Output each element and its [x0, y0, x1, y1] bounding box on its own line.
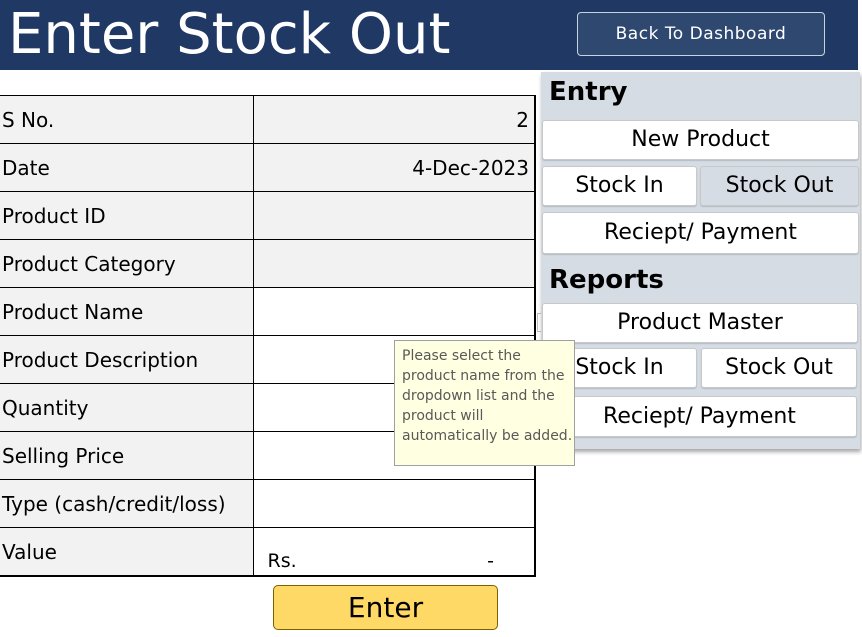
form-row-product-category: Product Category [0, 239, 535, 288]
sno-label: S No. [0, 95, 254, 144]
new-product-button[interactable]: New Product [542, 120, 859, 160]
product-description-label: Product Description [0, 335, 254, 384]
reports-stock-out-button[interactable]: Stock Out [701, 348, 857, 388]
form-row-sno: S No. 2 [0, 95, 535, 144]
value-cell: Rs. - [253, 527, 535, 576]
navigation-panel: Entry New Product Stock In Stock Out Rec… [541, 72, 860, 449]
reports-receipt-payment-button[interactable]: Reciept/ Payment [542, 396, 857, 437]
entry-stock-out-button[interactable]: Stock Out [700, 166, 859, 206]
sno-value: 2 [253, 95, 535, 144]
product-category-label: Product Category [0, 239, 254, 288]
form-row-value: Value Rs. - [0, 527, 535, 576]
back-to-dashboard-button[interactable]: Back To Dashboard [577, 12, 825, 56]
product-category-value [253, 239, 535, 288]
product-master-button[interactable]: Product Master [542, 303, 858, 343]
form-row-date: Date 4-Dec-2023 [0, 143, 535, 192]
stock-out-form: S No. 2 Date 4-Dec-2023 Product ID Produ… [0, 95, 536, 577]
date-value: 4-Dec-2023 [253, 143, 535, 192]
form-row-product-name: Product Name [0, 287, 535, 336]
value-label: Value [0, 527, 254, 576]
product-id-value [253, 191, 535, 240]
entry-receipt-payment-button[interactable]: Reciept/ Payment [542, 212, 859, 254]
selling-price-label: Selling Price [0, 431, 254, 480]
date-label: Date [0, 143, 254, 192]
enter-button[interactable]: Enter [273, 585, 498, 630]
product-id-label: Product ID [0, 191, 254, 240]
product-name-input[interactable] [253, 287, 535, 336]
header-bar: Enter Stock Out Back To Dashboard [0, 0, 858, 70]
form-row-product-id: Product ID [0, 191, 535, 240]
product-name-tooltip: Please select the product name from the … [394, 340, 575, 466]
entry-heading: Entry [549, 77, 628, 107]
page-title: Enter Stock Out [8, 2, 451, 67]
currency-label: Rs. [267, 550, 297, 572]
product-name-label: Product Name [0, 287, 254, 336]
form-row-type: Type (cash/credit/loss) [0, 479, 535, 528]
type-label: Type (cash/credit/loss) [0, 479, 254, 528]
quantity-label: Quantity [0, 383, 254, 432]
reports-heading: Reports [549, 265, 664, 295]
value-amount: - [487, 550, 494, 572]
type-input[interactable] [253, 479, 535, 528]
entry-stock-in-button[interactable]: Stock In [542, 166, 697, 206]
